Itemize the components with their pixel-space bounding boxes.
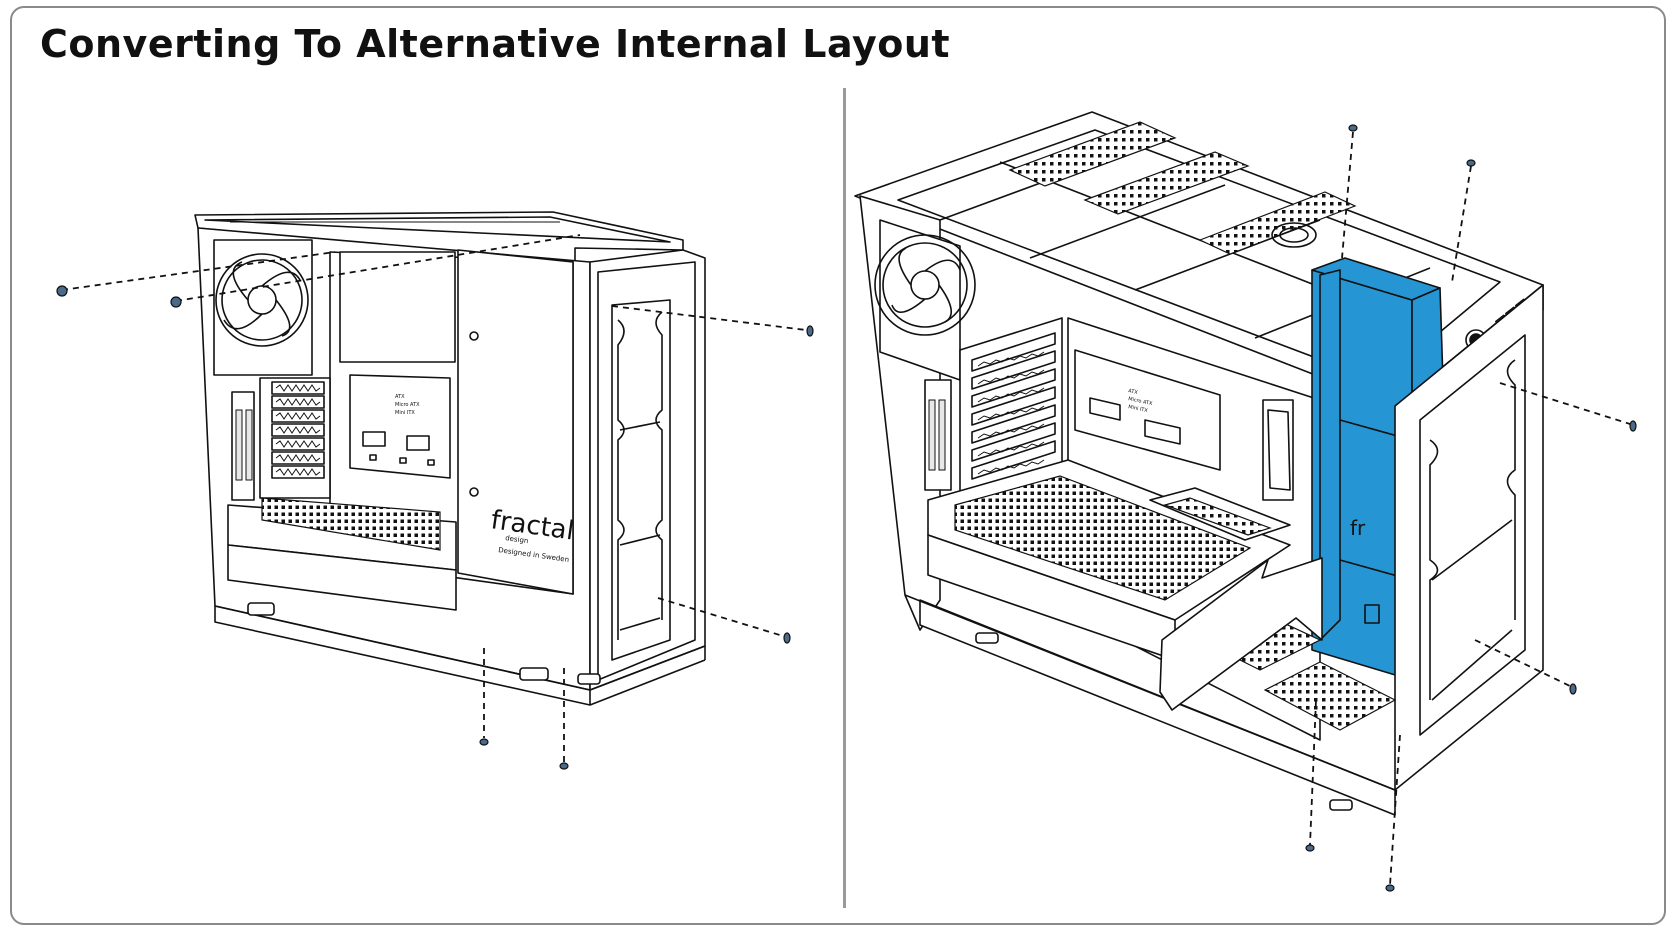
screw-icon [559, 762, 569, 770]
left-bottom-mesh [227, 497, 457, 611]
fractal-logo-sub: design [505, 534, 529, 545]
screw-icon [56, 285, 68, 297]
left-front-side [597, 261, 696, 681]
right-expansion-slots [959, 317, 1063, 501]
conversion-arrow [1159, 557, 1323, 711]
svg-text:ATX: ATX [1128, 388, 1139, 396]
screw-icon [1629, 420, 1637, 432]
screw-icon [806, 325, 814, 337]
right-case-illustration: ATX Micro ATX Mini ITX fr [854, 111, 1637, 892]
right-feet [975, 632, 1353, 811]
right-logo-fragment: fr [1350, 516, 1366, 540]
svg-text:ATX: ATX [395, 394, 405, 400]
screw-icon [1466, 159, 1476, 167]
screw-icon [479, 738, 489, 746]
screw-icon [1569, 683, 1577, 695]
screw-icon [1348, 124, 1358, 132]
screw-icon [1385, 884, 1395, 892]
left-feet [247, 602, 601, 685]
left-expansion-slots [231, 377, 331, 501]
right-screws [1305, 124, 1637, 892]
left-psu-cover-plate: fractal design Designed in Sweden [457, 249, 576, 595]
page-title: Converting To Alternative Internal Layou… [40, 22, 951, 66]
panel-divider [843, 88, 846, 908]
svg-text:Micro ATX: Micro ATX [1128, 396, 1154, 407]
left-screw-paths [61, 234, 807, 762]
screw-icon [783, 632, 791, 644]
left-case-illustration: ATX Micro ATX Mini ITX fractal design De… [56, 211, 814, 770]
left-rear-fan [213, 239, 313, 376]
right-bottom-shroud [904, 459, 1397, 816]
right-front-side [1394, 284, 1544, 791]
svg-text:Mini ITX: Mini ITX [395, 410, 415, 416]
right-screw-paths [1309, 131, 1631, 886]
screw-icon [170, 296, 182, 308]
svg-text:Mini ITX: Mini ITX [1128, 404, 1149, 414]
svg-text:Micro ATX: Micro ATX [395, 402, 420, 408]
screw-icon [1305, 844, 1315, 852]
left-screws [56, 285, 814, 770]
